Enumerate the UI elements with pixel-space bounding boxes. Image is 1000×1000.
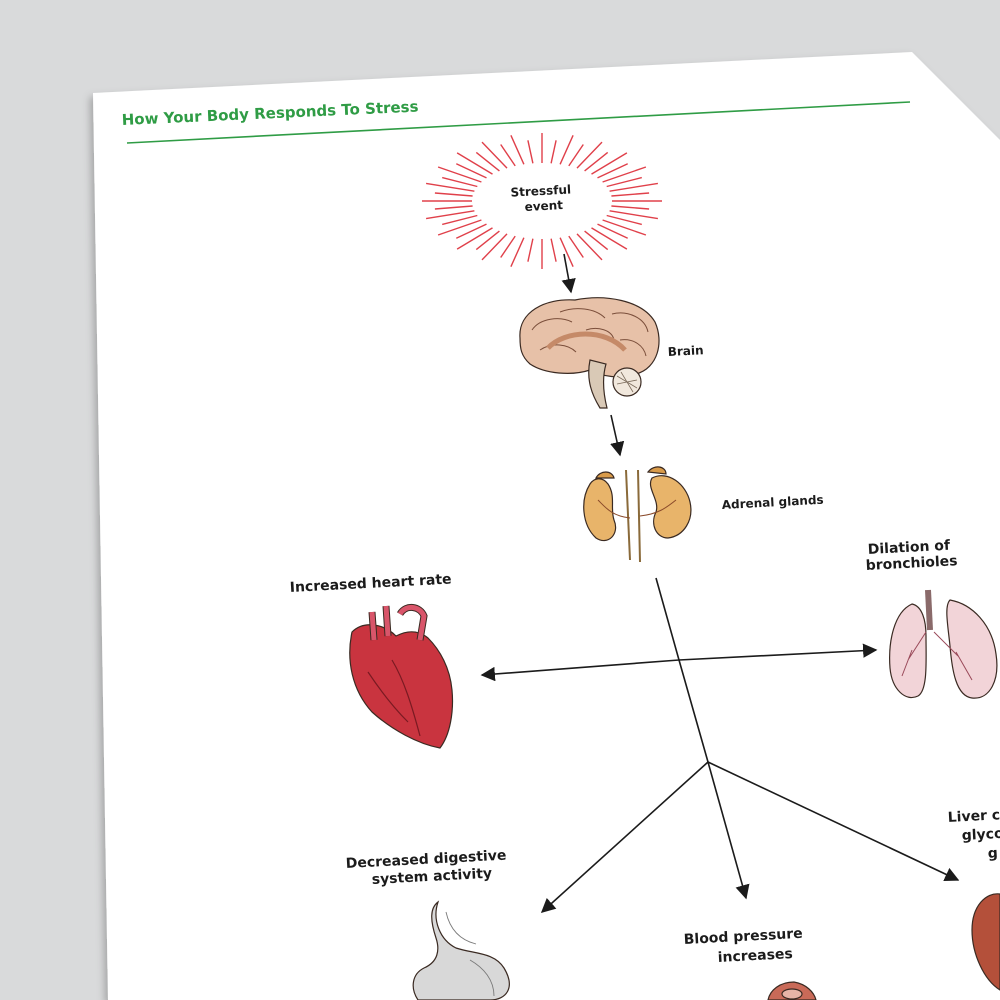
arrow-brain-to-adrenal [610,414,625,457]
starburst-ray [442,176,478,188]
starburst-ray [550,238,557,262]
starburst-ray [584,151,609,172]
starburst-ray [606,176,642,188]
lungs-label-line1: Dilation of [867,538,951,558]
adrenal-glands-icon [583,466,692,563]
stress-event-label-line1: Stressful [510,182,571,199]
starburst-ray [568,144,584,167]
starburst-ray [609,210,659,220]
blood-vessel-icon [767,981,817,1000]
starburst-ray [475,230,500,251]
starburst-ray [611,205,650,210]
starburst-ray [437,166,482,183]
starburst-ray [510,237,525,267]
starburst-ray [550,140,557,164]
starburst-ray [425,210,475,220]
arrow-to-digestive [540,761,709,913]
starburst-icon [422,133,662,269]
liver-label-line3: g [987,845,998,862]
arrow-to-heart [480,659,680,682]
starburst-ray [437,219,482,236]
digestive-label-line2: system activity [371,866,492,888]
starburst-ray [434,192,473,197]
liver-label-line2: glyco [961,826,1000,844]
starburst-ray [559,237,574,267]
starburst-ray [597,223,628,239]
starburst-ray [609,182,659,192]
arrow-event-to-brain [561,253,576,294]
lungs-icon [889,589,998,699]
starburst-ray [568,235,584,258]
starburst-ray [559,135,574,165]
starburst-ray [456,223,487,239]
starburst-ray [475,151,500,172]
arrow-to-liver [707,761,960,881]
starburst-ray [481,233,508,261]
starburst-ray [602,219,647,236]
heart-icon [349,604,454,749]
starburst-ray [456,227,493,250]
starburst-ray [597,163,628,179]
liver-label-line1: Liver c [947,807,1000,826]
starburst-ray [456,152,493,175]
starburst-ray [527,140,534,164]
starburst-ray [584,230,609,251]
lungs-label-line2: bronchioles [865,553,958,574]
arrow-to-blood-pressure [707,761,750,900]
stress-event-label-line2: event [524,198,563,214]
starburst-ray [611,192,650,197]
starburst-ray [576,233,603,261]
brain-label: Brain [667,343,704,359]
blood-pressure-label-line2: increases [717,946,793,966]
starburst-ray [527,238,534,262]
paper-sheet [93,52,1000,1000]
arrow-to-lungs [678,643,878,661]
title-underline [126,101,911,144]
starburst-ray [576,141,603,169]
starburst-ray [425,182,475,192]
liver-icon [971,893,1000,991]
brain-icon [519,297,660,409]
starburst-ray [456,163,487,179]
starburst-ray [500,144,516,167]
starburst-ray [606,214,642,226]
starburst-ray [602,166,647,183]
stomach-icon [412,900,510,1000]
starburst-ray [434,205,473,210]
starburst-ray [510,135,525,165]
starburst-ray [591,152,628,175]
blood-pressure-label-line1: Blood pressure [683,926,803,948]
starburst-ray [591,227,628,250]
starburst-ray [481,141,508,169]
starburst-ray [500,235,516,258]
adrenal-label: Adrenal glands [721,493,824,512]
starburst-ray [442,214,478,226]
